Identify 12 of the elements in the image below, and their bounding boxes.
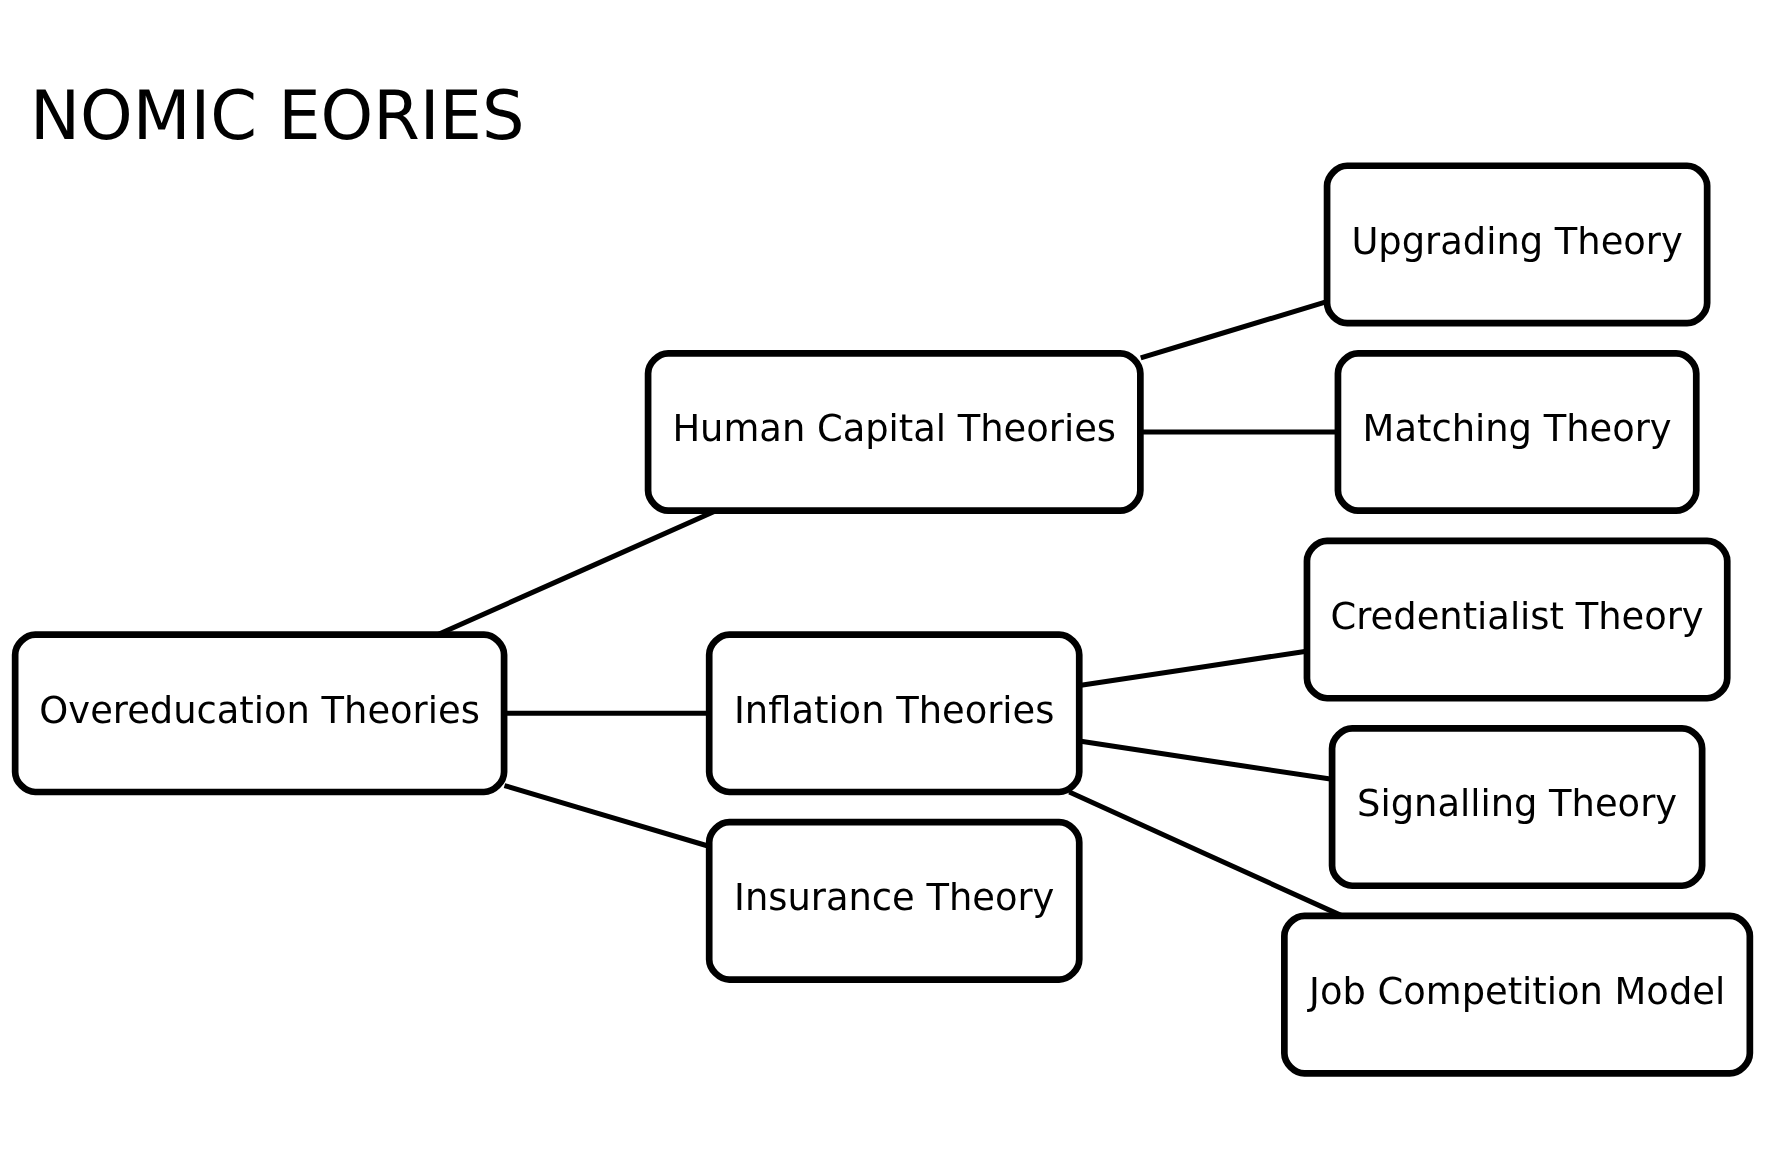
node-box: Job Competition Model bbox=[1281, 912, 1754, 1077]
connector bbox=[1140, 429, 1338, 434]
diagram-title: NOMIC EORIES bbox=[29, 76, 525, 155]
node-box: Matching Theory bbox=[1334, 349, 1700, 514]
node-box: Insurance Theory bbox=[705, 818, 1083, 983]
connector bbox=[504, 710, 709, 716]
node-box: Inflation Theories bbox=[705, 630, 1083, 795]
node-box: Human Capital Theories bbox=[644, 349, 1144, 514]
node-box: Overeducation Theories bbox=[11, 630, 508, 795]
node-box: Credentialist Theory bbox=[1303, 537, 1731, 702]
node-box: Upgrading Theory bbox=[1323, 161, 1711, 326]
node-box: Signalling Theory bbox=[1328, 724, 1706, 889]
